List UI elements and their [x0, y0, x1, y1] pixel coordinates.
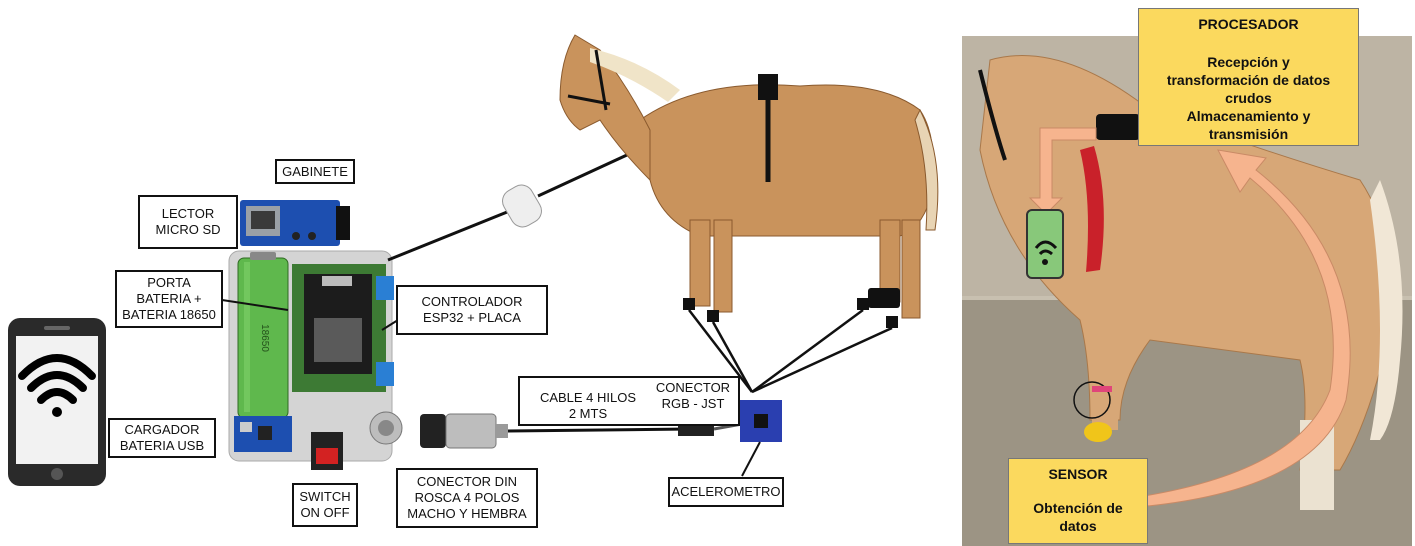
- label-cable-line2: 2 MTS: [528, 406, 648, 422]
- power-switch: [311, 432, 343, 470]
- label-switch: SWITCH ON OFF: [292, 483, 358, 527]
- label-lector-line2: MICRO SD: [156, 222, 221, 238]
- horse-illustration: [560, 35, 938, 318]
- sensor-box: SENSOR Obtención de datos: [1008, 458, 1148, 544]
- label-porta-line1: PORTA: [147, 275, 191, 291]
- label-lector-sd: LECTOR MICRO SD: [138, 195, 238, 249]
- label-acelerometro: ACELEROMETRO: [668, 477, 784, 507]
- label-rgb-line2: RGB - JST: [650, 396, 736, 412]
- label-cable: CABLE 4 HILOS 2 MTS: [528, 390, 648, 422]
- procesador-line3: crudos: [1139, 89, 1358, 107]
- label-controlador: CONTROLADOR ESP32 + PLACA: [396, 285, 548, 335]
- esp32-board: [292, 264, 394, 392]
- label-din-line1: CONECTOR DIN: [417, 474, 517, 490]
- label-din-line2: ROSCA 4 POLOS: [415, 490, 520, 506]
- label-gabinete-text: GABINETE: [282, 164, 348, 180]
- smartphone-icon: [8, 318, 106, 486]
- procesador-line1: Recepción y: [1139, 53, 1358, 71]
- cable-line: [508, 429, 690, 431]
- label-switch-line2: ON OFF: [300, 505, 349, 521]
- label-acelerometro-text: ACELEROMETRO: [671, 484, 780, 500]
- label-din-line3: MACHO Y HEMBRA: [407, 506, 526, 522]
- procesador-line2: transformación de datos: [1139, 71, 1358, 89]
- label-cargador-line1: CARGADOR: [124, 422, 199, 438]
- label-cable-line1: CABLE 4 HILOS: [528, 390, 648, 406]
- label-controlador-line2: ESP32 + PLACA: [423, 310, 521, 326]
- label-lector-line1: LECTOR: [162, 206, 215, 222]
- sensor-line1: Obtención de: [1009, 499, 1147, 517]
- battery-print: 18650: [256, 318, 272, 358]
- label-gabinete: GABINETE: [275, 159, 355, 184]
- sensor-title: SENSOR: [1009, 465, 1147, 483]
- label-switch-line1: SWITCH: [299, 489, 350, 505]
- label-porta-line3: BATERIA 18650: [122, 307, 216, 323]
- label-rgb-line1: CONECTOR: [650, 380, 736, 396]
- label-porta-bateria: PORTA BATERIA + BATERIA 18650: [115, 270, 223, 328]
- label-porta-line2: BATERIA +: [136, 291, 201, 307]
- label-conector-rgb: CONECTOR RGB - JST: [650, 380, 736, 412]
- girth-device: [758, 74, 778, 100]
- micro-sd-reader: [240, 200, 350, 246]
- sensor-line2: datos: [1009, 517, 1147, 535]
- procesador-line5: transmisión: [1139, 125, 1358, 143]
- receiver-pod: [498, 181, 546, 232]
- procesador-title: PROCESADOR: [1139, 15, 1358, 33]
- usb-charger: [234, 416, 292, 452]
- label-controlador-line1: CONTROLADOR: [421, 294, 522, 310]
- phone-wifi-icon: [1027, 210, 1063, 278]
- procesador-line4: Almacenamiento y: [1139, 107, 1358, 125]
- label-conector-din: CONECTOR DIN ROSCA 4 POLOS MACHO Y HEMBR…: [396, 468, 538, 528]
- procesador-box: PROCESADOR Recepción y transformación de…: [1138, 8, 1359, 146]
- accelerometer-board: [740, 400, 782, 442]
- label-cargador-line2: BATERIA USB: [120, 438, 204, 454]
- label-cargador: CARGADOR BATERIA USB: [108, 418, 216, 458]
- din-connector: [370, 412, 508, 448]
